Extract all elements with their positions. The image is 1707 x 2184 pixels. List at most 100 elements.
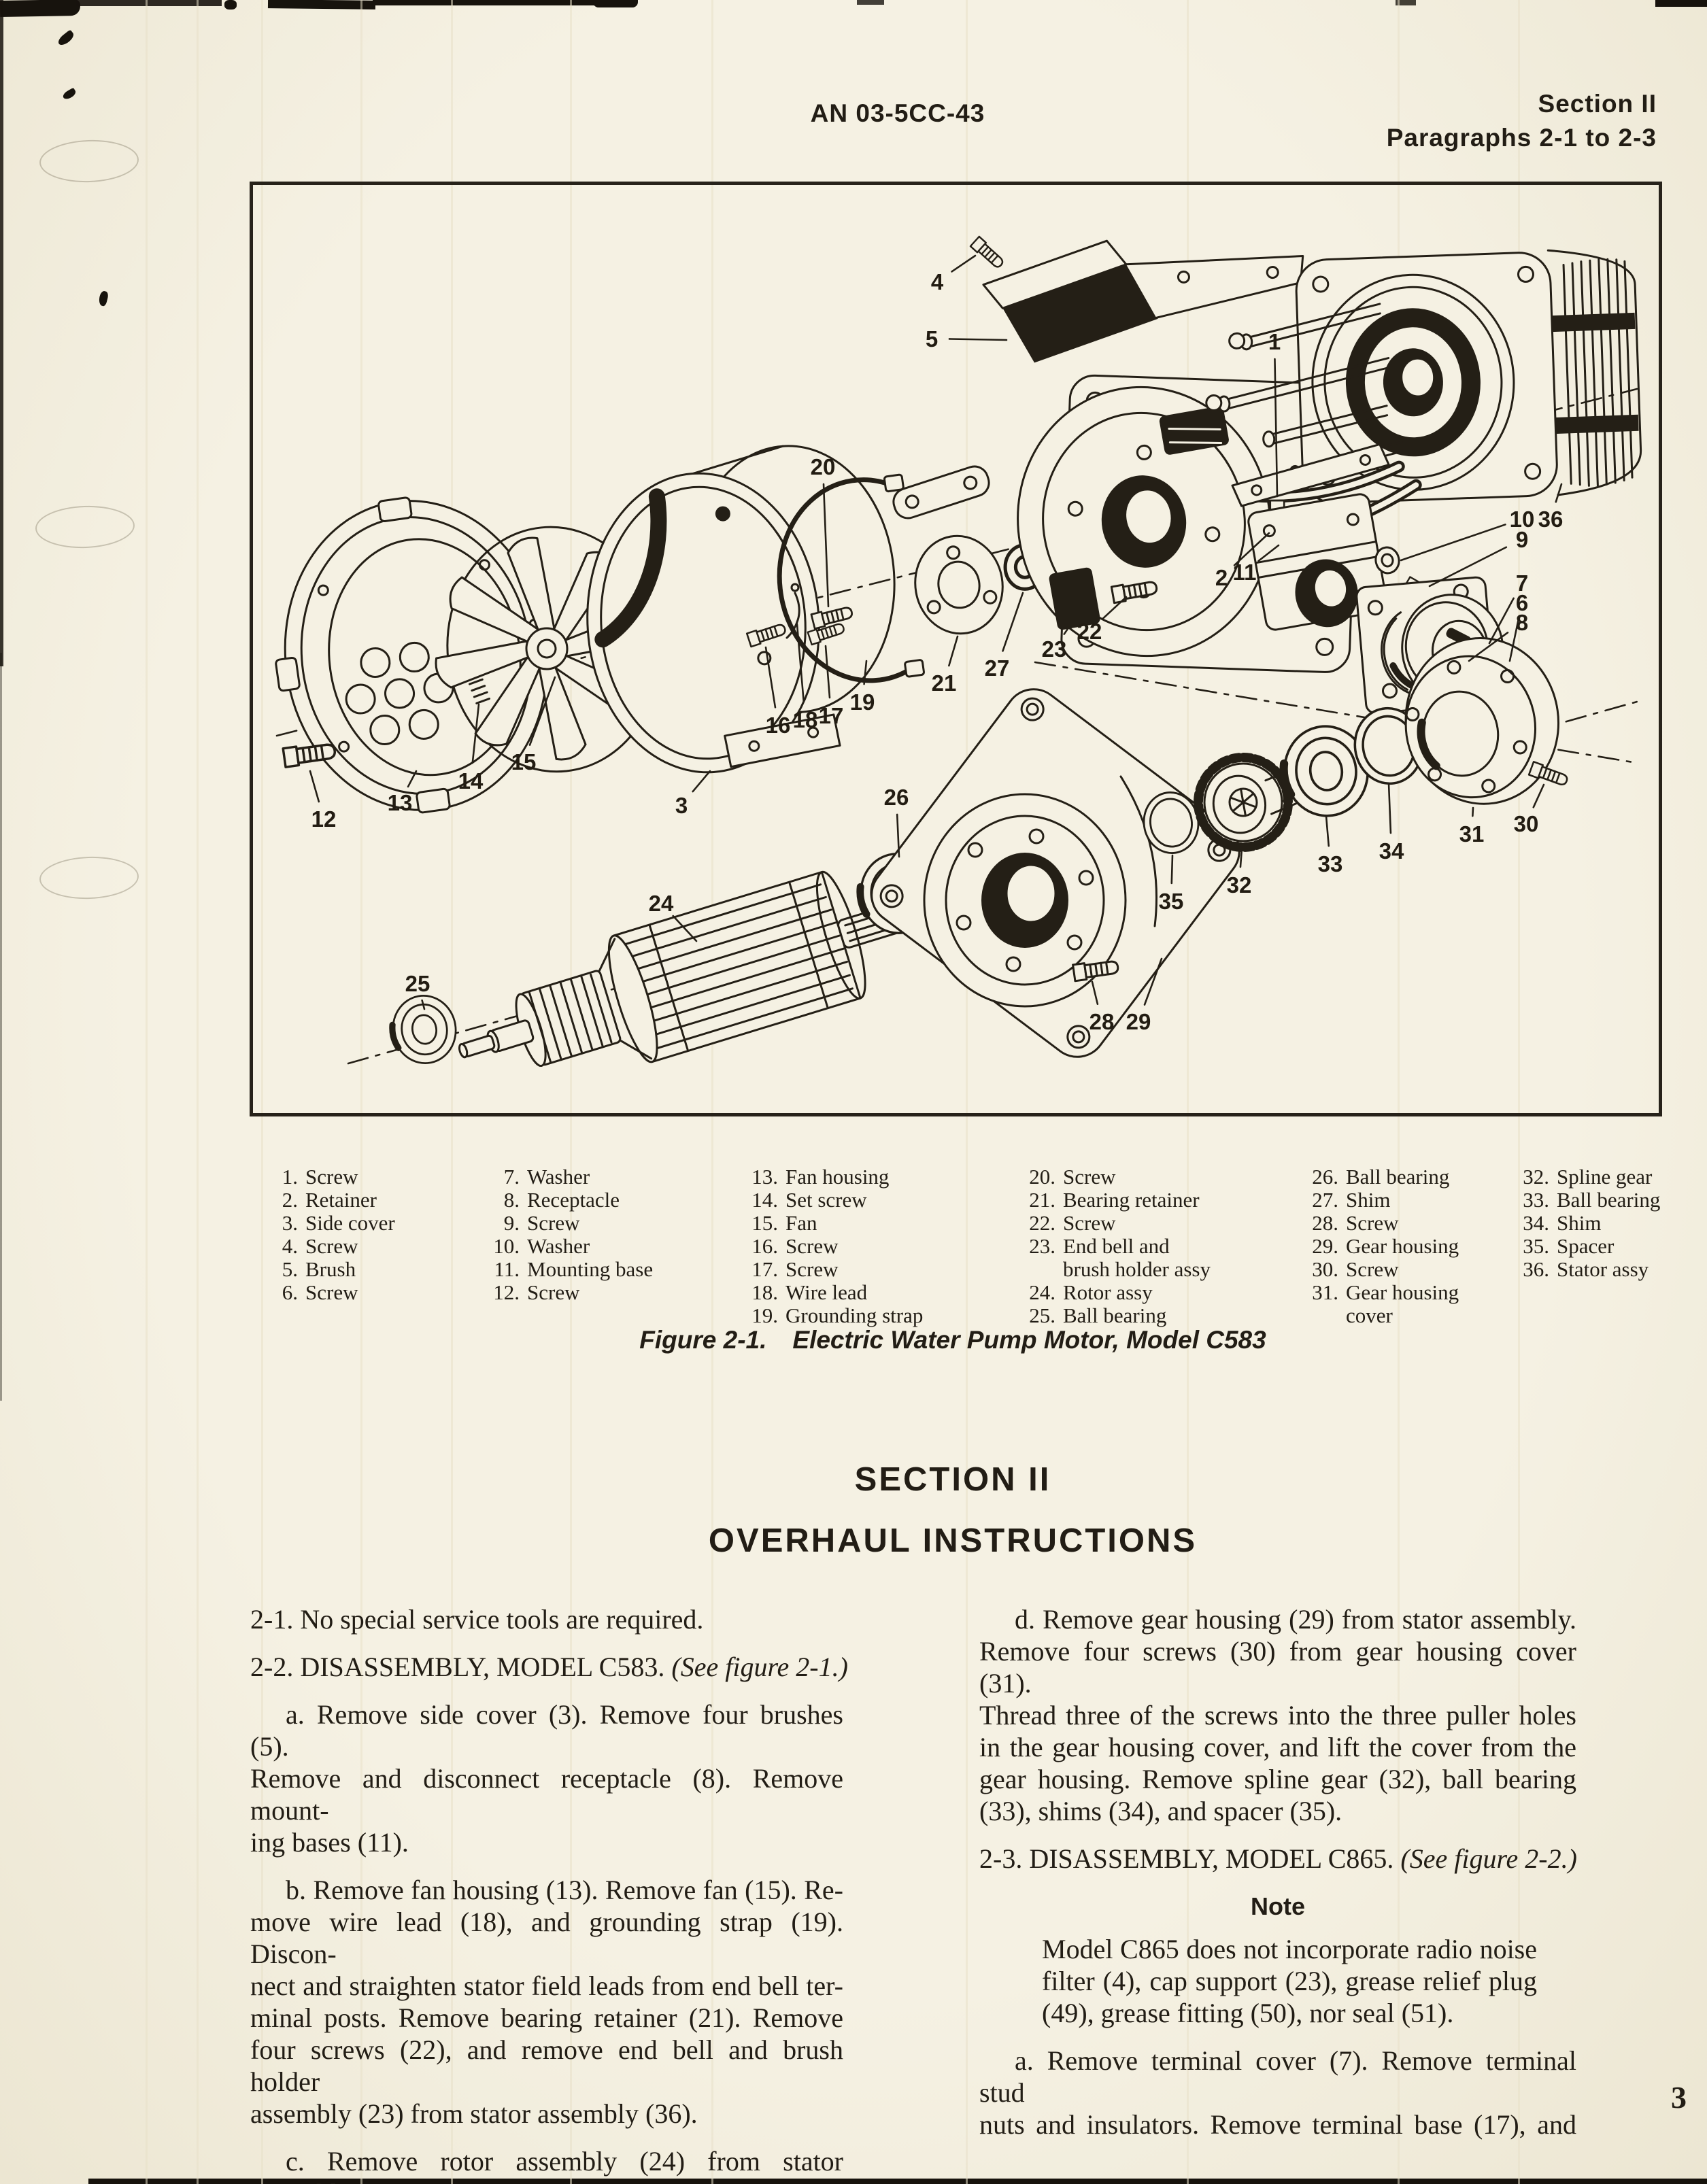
- part-number: 29.: [1312, 1234, 1338, 1258]
- callout-label: 15: [511, 749, 537, 774]
- callout-label: 32: [1227, 872, 1252, 898]
- body-heading-line: 2-2. DISASSEMBLY, MODEL C583. (See figur…: [250, 1652, 848, 1682]
- callout-leader: [948, 338, 1008, 341]
- callout-label: 12: [311, 806, 337, 832]
- callout-leader: [1428, 546, 1508, 587]
- callout-label: 7: [1516, 570, 1528, 596]
- body-line: a. Remove side cover (3). Remove four br…: [250, 1699, 843, 1762]
- part-number: 3.: [282, 1211, 298, 1235]
- body-line: Thread three of the screws into the thre…: [979, 1700, 1576, 1730]
- callout-leader: [863, 660, 868, 685]
- part-label: Stator assy: [1557, 1257, 1649, 1281]
- callout-label: 20: [811, 454, 836, 479]
- callout-leader: [1488, 597, 1515, 645]
- part-number: 2.: [282, 1188, 298, 1212]
- callout-label: 33: [1318, 851, 1343, 876]
- callout-label: 30: [1514, 811, 1539, 836]
- part-label: Washer: [527, 1234, 590, 1258]
- part-label: Spline gear: [1557, 1165, 1653, 1189]
- part-entry: 7.Washer: [486, 1165, 653, 1189]
- punch-hole: [38, 855, 140, 901]
- header-doc-number: AN 03-5CC-43: [810, 99, 985, 127]
- fold-streak: [146, 0, 148, 2184]
- paragraph: a. Remove side cover (3). Remove four br…: [250, 1699, 843, 1858]
- callout-leader: [1257, 544, 1280, 562]
- body-line: Remove and disconnect receptacle (8). Re…: [250, 1763, 843, 1826]
- part-label: Spacer: [1557, 1234, 1615, 1258]
- part-number: 17.: [751, 1257, 778, 1281]
- part-label: Screw: [785, 1234, 839, 1258]
- part-entry: 22.Screw: [1021, 1212, 1211, 1235]
- part-number: 23.: [1029, 1234, 1055, 1258]
- callout-leader: [948, 635, 959, 667]
- part-entry: 19.Grounding strap: [744, 1304, 923, 1327]
- part-label-wrap: brush holder assy: [1063, 1257, 1211, 1281]
- scan-artifact: [76, 0, 222, 6]
- callout-leader: [528, 676, 556, 746]
- callout-label: 1: [1268, 329, 1281, 354]
- fold-streak: [360, 0, 362, 2184]
- callout-leader: [1143, 957, 1163, 1006]
- note-heading: Note: [1251, 1892, 1305, 1920]
- body-line: Model C865 does not incorporate radio no…: [1042, 1934, 1537, 1964]
- callout-label: 9: [1516, 527, 1528, 552]
- part-ball-bearing-25: [387, 991, 461, 1068]
- figure-caption: Figure 2-1.Electric Water Pump Motor, Mo…: [250, 1326, 1655, 1354]
- part-label: Screw: [305, 1280, 358, 1304]
- part-number: 8.: [503, 1188, 520, 1212]
- fold-streak: [966, 0, 968, 2184]
- part-number: 1.: [282, 1165, 298, 1189]
- part-number: 25.: [1029, 1303, 1055, 1327]
- callout-leader: [1233, 532, 1270, 566]
- part-entry: 2.Retainer: [264, 1189, 395, 1212]
- callout-leader: [471, 703, 480, 764]
- fold-streak: [261, 0, 263, 2184]
- callout-leader: [309, 770, 320, 803]
- part-label: Brush: [305, 1257, 356, 1281]
- body-line: minal posts. Remove bearing retainer (21…: [250, 2002, 843, 2033]
- part-entry: 32.Spline gear: [1515, 1165, 1660, 1189]
- part-label: Ball bearing: [1063, 1303, 1167, 1327]
- part-gear-housing-cover: [1404, 637, 1560, 805]
- part-entry: 15.Fan: [744, 1212, 923, 1235]
- scan-artifact: [1655, 0, 1707, 7]
- punch-hole: [38, 138, 140, 184]
- body-line: Remove four screws (30) from gear housin…: [979, 1636, 1576, 1699]
- part-entry: 13.Fan housing: [744, 1165, 923, 1189]
- callout-label: 3: [675, 793, 688, 818]
- callout-leader: [1091, 980, 1099, 1006]
- callout-label: 24: [649, 891, 674, 916]
- part-label: Gear housing: [1346, 1234, 1459, 1258]
- part-label: Grounding strap: [785, 1303, 924, 1327]
- fold-streak: [197, 0, 199, 2184]
- part-entry: 33.Ball bearing: [1515, 1189, 1660, 1212]
- callout-label: 21: [932, 670, 957, 696]
- part-entry: 23.End bell and: [1021, 1235, 1211, 1258]
- callout-label: 29: [1126, 1009, 1151, 1034]
- part-mounting-base: [1231, 443, 1390, 631]
- note-paragraph: Model C865 does not incorporate radio no…: [979, 1933, 1576, 2029]
- part-number: 31.: [1312, 1280, 1338, 1304]
- punch-hole: [34, 504, 136, 550]
- callout-leader: [1274, 358, 1279, 498]
- part-label: Rotor assy: [1063, 1280, 1153, 1304]
- part-entry: 28.Screw: [1304, 1212, 1459, 1235]
- part-entry: 25. Ball bearing: [1021, 1304, 1211, 1327]
- header-section: Section II: [1538, 90, 1657, 118]
- body-right-column: d. Remove gear housing (29) from stator …: [979, 1603, 1577, 2156]
- scan-artifact: [373, 0, 601, 5]
- body-line: nect and straighten stator field leads f…: [250, 1970, 843, 2001]
- callout-leader: [1239, 847, 1243, 868]
- part-label: Receptacle: [527, 1188, 620, 1212]
- body-line: filter (4), cap support (23), grease rel…: [1042, 1966, 1537, 1996]
- section-subtitle: OVERHAUL INSTRUCTIONS: [708, 1522, 1198, 1559]
- part-entry: 24.Rotor assy: [1021, 1281, 1211, 1304]
- callout-leader: [822, 483, 830, 608]
- part-entry: 3.Side cover: [264, 1212, 395, 1235]
- body-heading-line: 2-1. No special service tools are requir…: [250, 1604, 704, 1635]
- part-entry: 12.Screw: [486, 1281, 653, 1304]
- part-label: Screw: [1346, 1257, 1399, 1281]
